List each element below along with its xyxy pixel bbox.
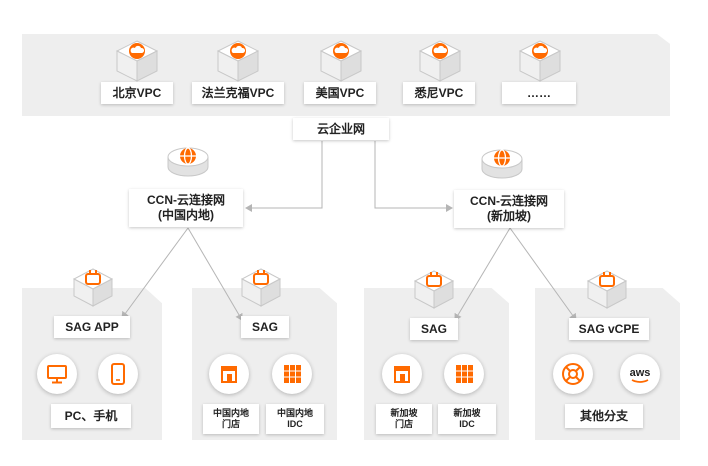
ccn-china-label: CCN-云连接网 (中国内地) <box>129 189 243 227</box>
desktop-icon <box>37 354 77 394</box>
vpc-cube-icon <box>518 40 562 82</box>
other-branch-label: 其他分支 <box>565 404 643 428</box>
sag-device-icon <box>72 268 114 307</box>
sag-device-icon <box>586 270 628 309</box>
sg-store-label: 新加坡 门店 <box>376 404 432 434</box>
sag-device-icon <box>413 270 455 309</box>
ccn-sg-to-vcpe-line <box>509 227 577 321</box>
sag-vcpe-label: SAG vCPE <box>569 318 649 340</box>
cen-to-ccn-china-line <box>245 141 323 212</box>
store-icon <box>209 354 249 394</box>
sag-china-label: SAG <box>241 316 289 338</box>
china-store-label: 中国内地 门店 <box>203 404 259 434</box>
ccn-router-icon <box>167 147 209 177</box>
vpc-cube-icon <box>216 40 260 82</box>
ccn-china-to-sag-line <box>187 227 243 321</box>
vpc-cube-icon <box>115 40 159 82</box>
ccn-china-to-app-line <box>121 227 189 319</box>
aws-logo-text: aws <box>630 367 651 379</box>
vpc-label-more: …… <box>502 82 576 104</box>
vpc-label-frankfurt: 法兰克福VPC <box>192 82 284 104</box>
vpc-label-us: 美国VPC <box>304 82 376 104</box>
vpc-label-sydney: 悉尼VPC <box>403 82 475 104</box>
ccn-singapore-label: CCN-云连接网 (新加坡) <box>454 190 564 228</box>
vpc-cube-icon <box>319 40 363 82</box>
sag-device-icon <box>240 268 282 307</box>
phone-icon <box>98 354 138 394</box>
aws-logo-icon: aws <box>620 354 660 394</box>
cen-label: 云企业网 <box>293 118 389 140</box>
store-icon <box>382 354 422 394</box>
vpc-cube-icon <box>418 40 462 82</box>
cen-to-ccn-sg-line <box>374 141 453 212</box>
pc-phone-label: PC、手机 <box>51 404 131 428</box>
idc-server-icon <box>444 354 484 394</box>
china-idc-label: 中国内地 IDC <box>266 404 324 434</box>
ccn-router-icon <box>481 149 523 179</box>
vpc-label-beijing: 北京VPC <box>101 82 173 104</box>
sag-app-label: SAG APP <box>54 316 130 338</box>
idc-server-icon <box>272 354 312 394</box>
sag-singapore-label: SAG <box>410 318 458 340</box>
azure-cloud-icon <box>553 354 593 394</box>
sg-idc-label: 新加坡 IDC <box>438 404 496 434</box>
ccn-sg-to-sag-line <box>454 227 511 321</box>
